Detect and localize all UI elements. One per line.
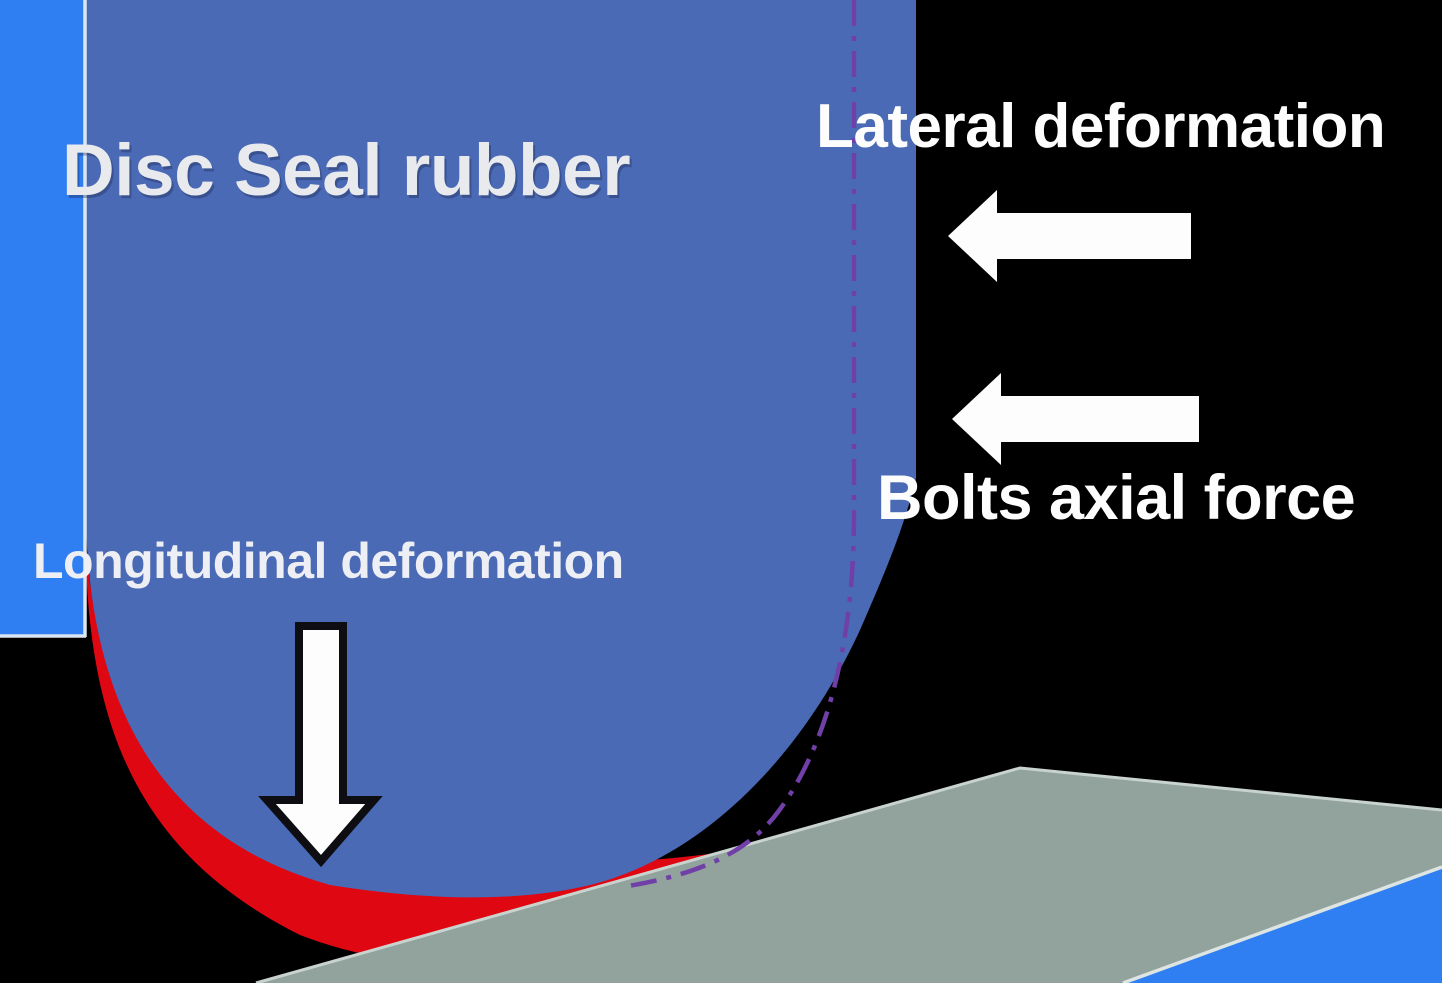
bolts-axial-force-label: Bolts axial force (877, 463, 1356, 533)
disc-seal-rubber-label: Disc Seal rubber (62, 130, 631, 211)
corner-edge-highlight (1122, 865, 1442, 983)
base-plate (256, 768, 1442, 983)
base-plate-edge-highlight (255, 766, 1442, 983)
arrow-down-icon (258, 622, 383, 868)
lateral-deformation-label: Lateral deformation (816, 92, 1386, 161)
arrow-left-icon (948, 190, 1191, 282)
longitudinal-deformation-label: Longitudinal deformation (33, 533, 624, 589)
left-wall-strip (0, 0, 84, 636)
original-profile-dashed-line (627, 0, 857, 889)
disc-seal-shape (86, 0, 916, 898)
arrow-left-icon (952, 373, 1199, 465)
